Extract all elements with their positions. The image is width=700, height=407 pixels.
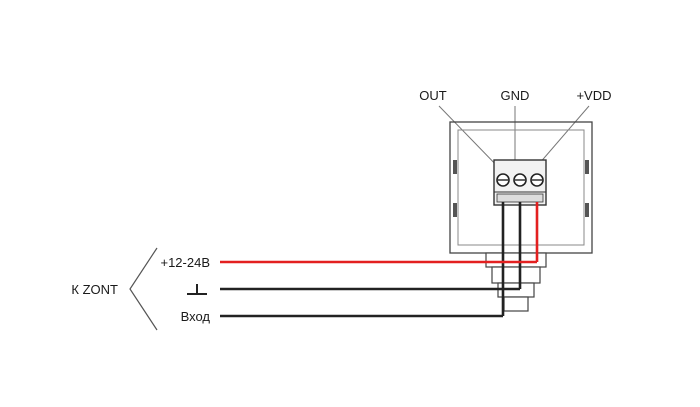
terminal-label-vdd: +VDD (576, 88, 611, 103)
zont-label: К ZONT (71, 282, 118, 297)
terminal-block (493, 159, 547, 206)
power-label: +12-24В (160, 255, 210, 270)
screw-vdd (530, 173, 544, 187)
housing-clip-left-bottom (453, 203, 457, 217)
ground-symbol-icon (187, 284, 207, 295)
external-wires (220, 260, 537, 318)
input-label: Вход (181, 309, 211, 324)
terminal-label-gnd: GND (501, 88, 530, 103)
housing-clip-left-top (453, 160, 457, 174)
terminal-label-out: OUT (419, 88, 447, 103)
screw-out (496, 173, 510, 187)
screw-gnd (513, 173, 527, 187)
zont-bracket (129, 247, 158, 331)
housing-clip-right-bottom (585, 203, 589, 217)
housing-clip-right-top (585, 160, 589, 174)
internal-wires (501, 202, 539, 316)
